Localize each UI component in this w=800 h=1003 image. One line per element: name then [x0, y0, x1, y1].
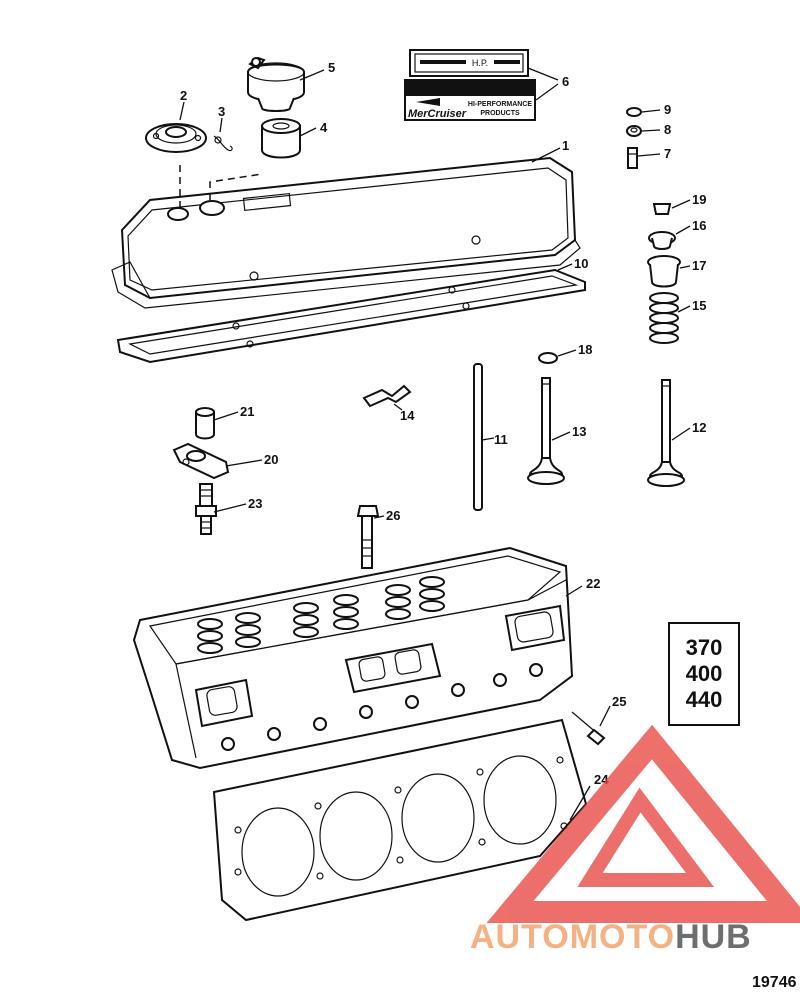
decal-hp: H.P. [409, 49, 529, 77]
model-400: 400 [685, 661, 723, 686]
exhaust-valve-12 [647, 379, 685, 487]
model-440: 440 [685, 687, 723, 712]
decal-brand: MerCruiser HI-PERFORMANCE PRODUCTS [404, 79, 536, 121]
part-number-7: 7 [664, 146, 671, 161]
part-numbers: 1 2 3 4 5 6 7 8 9 10 11 12 13 14 15 16 1… [180, 60, 706, 787]
rocker-stud-23 [195, 483, 217, 535]
head-gasket [212, 718, 588, 922]
part-number-1: 1 [562, 138, 569, 153]
part-number-10: 10 [574, 256, 588, 271]
clamp [213, 135, 233, 152]
part-number-14: 14 [400, 408, 415, 423]
part-number-5: 5 [328, 60, 335, 75]
valve-cover-gasket [116, 268, 586, 364]
leader-lines [179, 67, 691, 821]
stud-7 [627, 147, 638, 169]
grommet [261, 118, 301, 159]
part-number-18: 18 [578, 342, 592, 357]
watermark-text: AUTOMOTOHUB [470, 918, 752, 957]
shield-17 [647, 255, 681, 288]
cap-16 [648, 231, 676, 250]
part-number-20: 20 [264, 452, 278, 467]
part-number-23: 23 [248, 496, 262, 511]
part-number-11: 11 [494, 432, 508, 447]
part-number-26: 26 [386, 508, 400, 523]
part-number-4: 4 [320, 120, 328, 135]
decal-tagline-2: PRODUCTS [480, 110, 520, 117]
part-number-19: 19 [692, 192, 706, 207]
decal-brand-text: MerCruiser [408, 108, 467, 120]
watermark-logo [486, 724, 800, 923]
part-number-13: 13 [572, 424, 586, 439]
oil-filler-cap [145, 123, 207, 153]
watermark-text-part2: HUB [675, 918, 752, 956]
intake-valve-13 [527, 377, 565, 485]
rocker-arm-20 [172, 442, 230, 480]
breather [247, 56, 305, 112]
pushrod [473, 363, 483, 511]
nut-9 [626, 107, 642, 117]
model-370: 370 [685, 635, 723, 660]
ball-8 [626, 125, 642, 137]
watermark-text-part1: AUTOMOTO [470, 918, 676, 956]
cylinder-head [132, 546, 574, 770]
rocker-nut-21 [195, 407, 215, 440]
model-applicability-box: 370 400 440 [668, 622, 740, 726]
part-number-2: 2 [180, 88, 187, 103]
part-number-21: 21 [240, 404, 254, 419]
figure-number: 19746 [752, 974, 797, 991]
part-number-12: 12 [692, 420, 706, 435]
seal-18 [538, 352, 558, 364]
part-number-6: 6 [562, 74, 569, 89]
valve-lock-19 [652, 203, 672, 215]
head-valve-springs [197, 576, 445, 654]
pushrod-guide-14 [362, 384, 412, 408]
part-number-15: 15 [692, 298, 706, 313]
part-number-17: 17 [692, 258, 706, 273]
part-number-9: 9 [664, 102, 671, 117]
valve-cover [111, 156, 581, 309]
part-number-3: 3 [218, 104, 225, 119]
part-number-22: 22 [586, 576, 600, 591]
bolt-25 [571, 711, 606, 746]
decal-hp-text: H.P. [472, 58, 488, 68]
head-bolt-26 [356, 505, 380, 569]
part-number-16: 16 [692, 218, 706, 233]
part-number-8: 8 [664, 122, 671, 137]
valve-spring-15 [649, 292, 679, 344]
decal-tagline-1: HI-PERFORMANCE [468, 101, 532, 108]
part-number-25: 25 [612, 694, 626, 709]
